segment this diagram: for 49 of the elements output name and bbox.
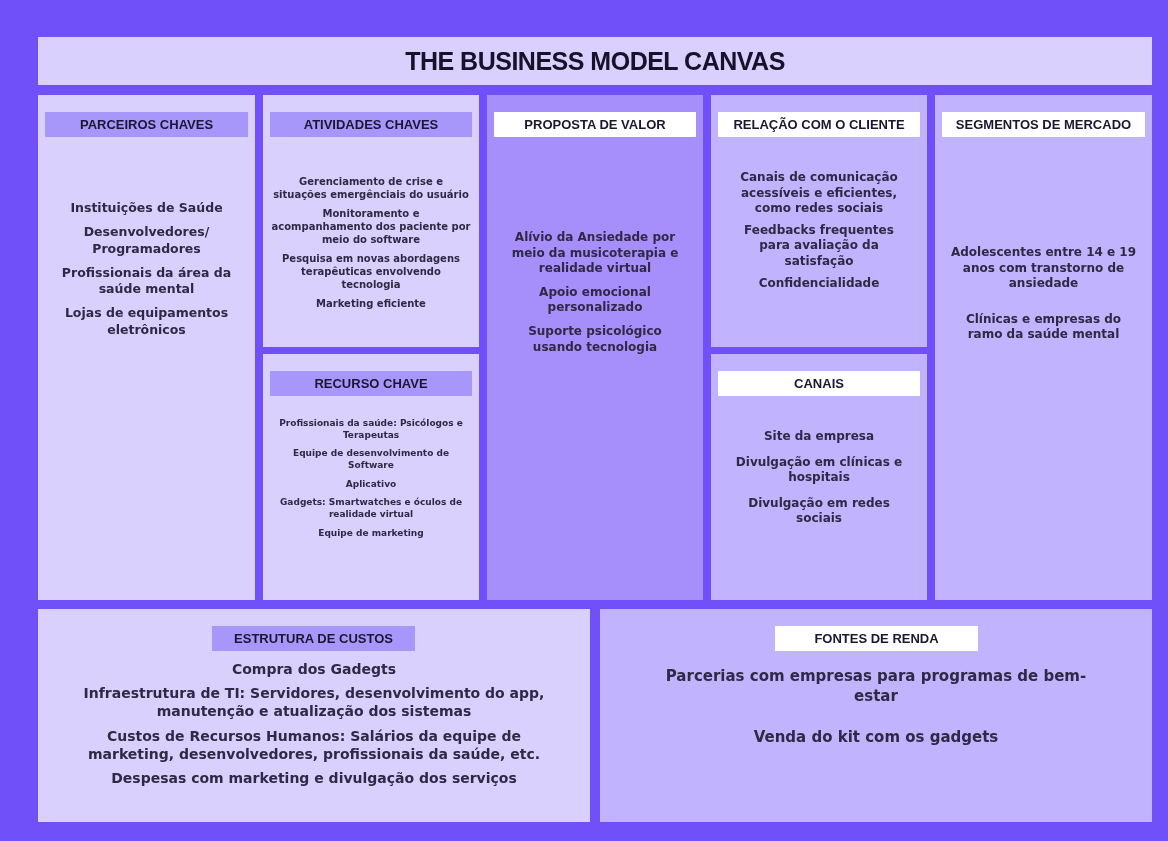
item-text: Gerenciamento de crise e situações emergênciais do usuário	[272, 175, 470, 201]
canvas-block	[487, 95, 703, 600]
heading-tab: ATIVIDADES CHAVES	[270, 112, 472, 137]
item-text: Confidencialidade	[758, 275, 880, 292]
canvas-block	[935, 95, 1152, 600]
item-text: Instituições de Saúde	[70, 200, 223, 217]
heading-tab: RELAÇÃO COM O CLIENTE	[718, 112, 920, 137]
item-text: Clínicas e empresas do ramo da saúde mental	[964, 311, 1123, 343]
canvas-block	[263, 95, 479, 347]
item-text: Marketing eficiente	[316, 297, 426, 310]
item-text: Monitoramento e acompanhamento dos paciente por meio do software	[271, 207, 471, 246]
heading-tab: PROPOSTA DE VALOR	[494, 112, 696, 137]
item-text: Profissionais da área da saúde mental	[60, 264, 233, 298]
heading-tab: RECURSO CHAVE	[270, 371, 472, 396]
item-text: Profissionais da saúde: Psicólogos e Terapeutas	[278, 418, 464, 442]
item-text: Compra dos Gadegts	[231, 660, 397, 679]
item-text: Infraestrutura de TI: Servidores, desenvolvimento do app, manutenção e atualização dos sistemas	[82, 684, 546, 721]
item-text: Suporte psicológico usando tecnologia	[527, 323, 663, 356]
heading-tab: SEGMENTOS DE MERCADO	[942, 112, 1145, 137]
item-text: Feedbacks frequentes para avaliação da satisfação	[743, 222, 895, 270]
title-banner: THE BUSINESS MODEL CANVAS	[38, 37, 1152, 85]
heading-tab: PARCEIROS CHAVES	[45, 112, 248, 137]
item-text: Site da empresa	[763, 429, 875, 445]
heading-tab: ESTRUTURA DE CUSTOS	[212, 626, 415, 651]
item-text: Equipe de marketing	[318, 527, 424, 540]
item-text: Alívio da Ansiedade por meio da musicoterapia e realidade virtual	[510, 230, 680, 277]
heading-tab: FONTES DE RENDA	[775, 626, 978, 651]
canvas-block	[711, 95, 927, 347]
canvas-block	[711, 354, 927, 600]
canvas-block	[600, 609, 1152, 822]
item-text: Adolescentes entre 14 e 19 anos com transtorno de ansiedade	[949, 245, 1138, 292]
item-text: Desenvolvedores/ Programadores	[82, 224, 211, 257]
item-text: Divulgação em clínicas e hospitais	[734, 454, 904, 486]
item-text: Venda do kit com os gadgets	[753, 728, 999, 748]
item-text: Despesas com marketing e divulgação dos serviços	[111, 768, 517, 788]
item-text: Canais de comunicação acessíveis e eficientes, como redes sociais	[739, 170, 899, 217]
heading-tab: CANAIS	[718, 371, 920, 396]
item-text: Divulgação em redes sociais	[747, 495, 891, 527]
item-text: Lojas de equipamentos eletrônicos	[63, 305, 230, 338]
canvas-block	[38, 95, 255, 600]
item-text: Apoio emocional personalizado	[538, 284, 652, 316]
canvas-block	[263, 354, 479, 600]
item-text: Aplicativo	[345, 478, 397, 491]
item-text: Pesquisa em novas abordagens terapêuticas envolvendo tecnologia	[281, 252, 461, 291]
item-text: Gadgets: Smartwatches e óculos de realidade virtual	[279, 497, 463, 521]
item-text: Custos de Recursos Humanos: Salários da equipe de marketing, desenvolvedores, profissionais da saúde, etc.	[86, 726, 542, 763]
item-text: Parcerias com empresas para programas de bem-estar	[664, 667, 1088, 706]
canvas-block	[38, 609, 590, 822]
item-text: Equipe de desenvolvimento de Software	[292, 448, 450, 472]
